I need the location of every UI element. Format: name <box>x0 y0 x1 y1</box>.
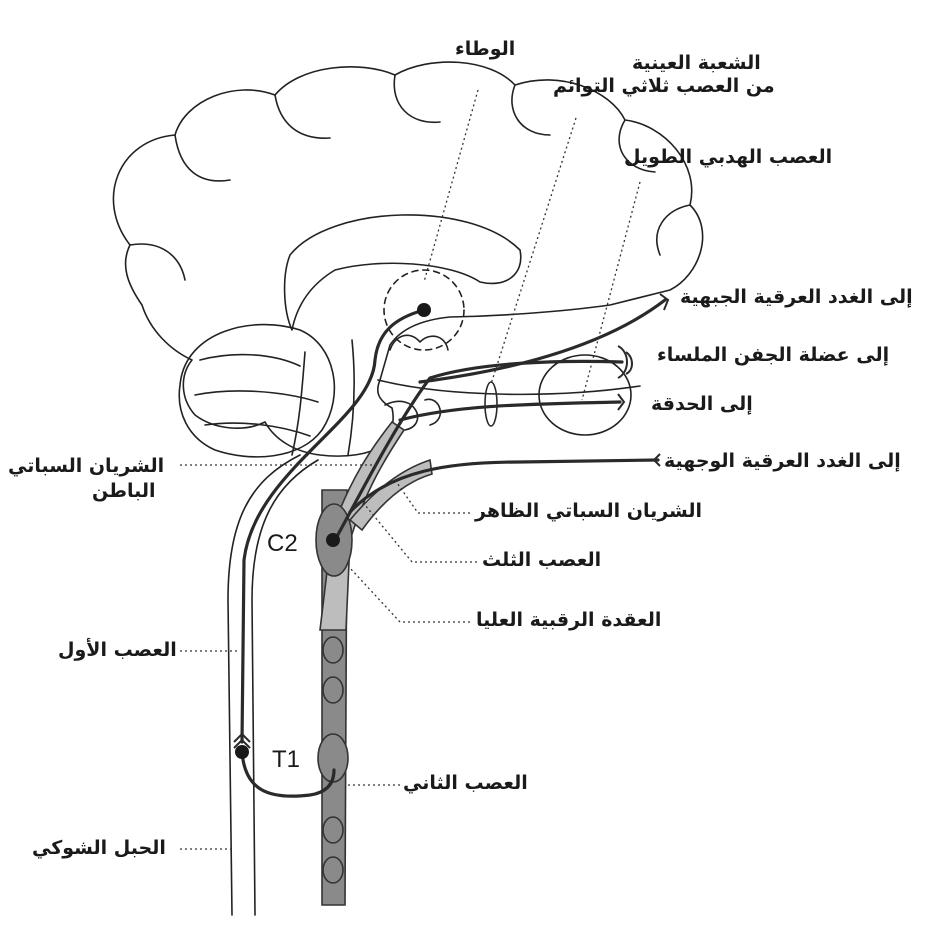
sinus-lines <box>384 398 442 431</box>
leader-superior-cervical <box>349 567 470 623</box>
third-order-neuron-eye <box>333 359 624 542</box>
eyelid-terminal <box>617 345 633 379</box>
label-third-neuron: العصب الثلث <box>482 549 602 571</box>
c2-neuron-soma <box>326 533 340 547</box>
label-internal-carotid: الشريان السباتي <box>8 455 165 477</box>
corpus-callosum <box>283 214 522 331</box>
hypothalamus-region <box>383 269 465 351</box>
chain-ganglion <box>322 856 344 884</box>
label-c2: C2 <box>267 530 298 557</box>
label-first-order-neuron: العصب الأول <box>58 639 177 661</box>
t1-neuron-soma <box>235 745 249 759</box>
brainstem <box>291 339 355 456</box>
gyrus-line <box>656 204 691 256</box>
label-facial-sweat-glands: إلى الغدد العرقية الوجهية <box>664 450 901 472</box>
label-superior-cervical-ganglion: العقدة الرقبية العليا <box>476 609 662 631</box>
label-frontal-sweat-glands: إلى الغدد العرقية الجبهية <box>680 286 913 308</box>
brain-outline <box>112 61 704 457</box>
facial-terminal <box>652 453 661 467</box>
gyrus-line <box>274 94 331 139</box>
third-order-neuron-facial <box>348 458 660 514</box>
leader-hypothalamus <box>423 89 479 283</box>
leader-external-carotid <box>394 479 470 514</box>
second-order-neuron <box>240 750 336 798</box>
ophthalmic-branch-loop <box>484 381 498 427</box>
label-pupil: إلى الحدقة <box>651 393 753 415</box>
label-spinal-cord: الحبل الشوكي <box>32 837 166 859</box>
gyrus-line <box>174 134 231 182</box>
label-t1: T1 <box>272 746 301 773</box>
label-second-order-neuron: العصب الثاني <box>403 772 528 794</box>
label-external-carotid: الشريان السباتي الظاهر <box>475 500 703 522</box>
first-order-neuron <box>240 308 426 744</box>
gyrus-line <box>511 84 551 136</box>
external-carotid-artery <box>348 458 433 532</box>
gyrus-line <box>129 243 186 281</box>
label-internal-carotid-line2: الباطن <box>92 480 156 502</box>
synapse-t1 <box>233 732 251 749</box>
eyeball <box>538 354 632 436</box>
nasal-cavity-line <box>377 379 641 396</box>
leader-third-neuron <box>364 504 477 563</box>
hypothalamic-neuron-soma <box>417 303 431 317</box>
chain-ganglion <box>322 676 344 704</box>
cerebellum-folia <box>194 353 319 437</box>
chain-ganglion <box>322 816 344 844</box>
spinal-cord-outline <box>251 459 319 916</box>
label-ophthalmic-branch: الشعبة العينية <box>632 52 761 74</box>
gyrus-line <box>618 119 656 173</box>
label-ophthalmic-branch-line2: من العصب ثلاثي التوائم <box>553 75 775 97</box>
leader-ophthalmic <box>490 117 577 385</box>
third-order-neuron-frontal <box>418 298 667 384</box>
gyrus-line <box>393 74 441 124</box>
spinal-cord-outline <box>227 454 301 916</box>
label-eyelid-smooth-muscle: إلى عضلة الجفن الملساء <box>657 344 890 366</box>
label-long-ciliary-nerve: العصب الهدبي الطويل <box>624 146 833 168</box>
chain-ganglion <box>322 636 344 664</box>
cerebellum <box>178 323 336 458</box>
pupil-terminal <box>617 393 626 411</box>
label-hypothalamus: الوطاء <box>455 38 516 60</box>
third-order-neuron-pupil <box>398 400 622 422</box>
frontal-terminal <box>659 293 670 311</box>
